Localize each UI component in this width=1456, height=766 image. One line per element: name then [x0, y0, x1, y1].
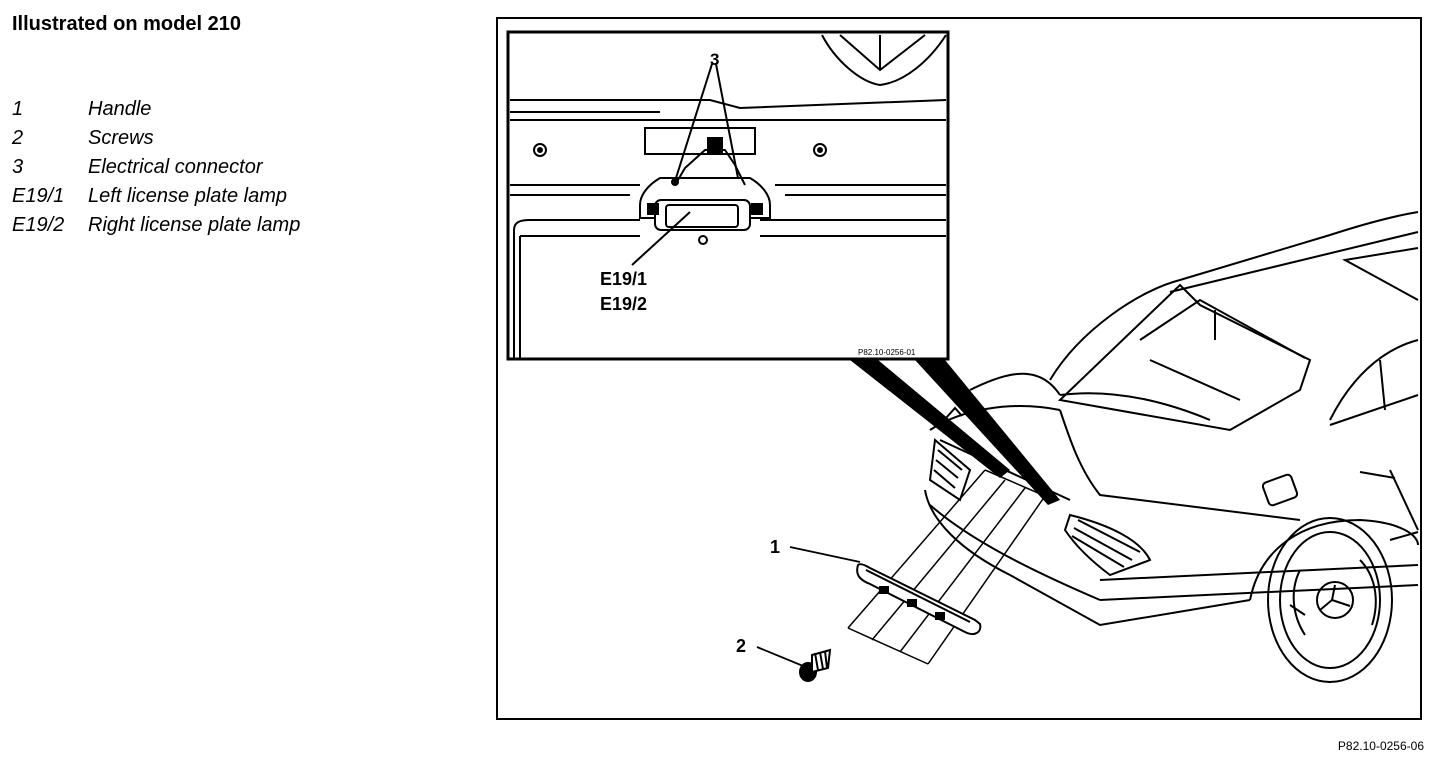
legend-label: Right license plate lamp — [88, 214, 301, 236]
inset-detail: 3 E19/1 E19/2 P82.10-0256-01 — [506, 30, 950, 361]
legend-code: E19/2 — [12, 214, 65, 236]
trunk-emblem — [945, 406, 963, 419]
callout-e19-2-label: E19/2 — [600, 294, 647, 314]
screw-part — [799, 648, 832, 682]
callout-1-label: 1 — [770, 537, 780, 557]
legend-item: 3 Electrical connector — [12, 153, 300, 182]
legend-code: E19/1 — [12, 185, 65, 207]
inset-projection — [850, 360, 1060, 505]
legend-label: Handle — [88, 98, 152, 120]
figure-frame — [496, 17, 1422, 720]
callout-leaders — [756, 546, 861, 669]
callout-e19-1-label: E19/1 — [600, 269, 647, 289]
handle-part — [856, 563, 982, 635]
inset-reference: P82.10-0256-01 — [858, 348, 916, 357]
extraction-lines — [847, 469, 1046, 665]
legend-code: 2 — [12, 127, 24, 149]
legend-item: E19/2 Right license plate lamp — [12, 211, 300, 240]
legend-code: 3 — [12, 156, 24, 178]
legend-label: Left license plate lamp — [88, 185, 288, 207]
legend-code: 1 — [12, 98, 24, 120]
diagram-title: Illustrated on model 210 — [12, 13, 241, 35]
car-body — [924, 211, 1419, 683]
legend-label: Electrical connector — [88, 156, 263, 178]
legend-item: E19/1 Left license plate lamp — [12, 182, 300, 211]
legend-item: 2 Screws — [12, 124, 300, 153]
callout-3-label: 3 — [710, 50, 719, 69]
legend-label: Screws — [88, 127, 154, 149]
figure-reference: P82.10-0256-06 — [1338, 739, 1424, 753]
legend-item: 1 Handle — [12, 95, 300, 124]
callout-2-label: 2 — [736, 636, 746, 656]
legend: 1 Handle 2 Screws 3 Electrical connector… — [12, 95, 300, 240]
